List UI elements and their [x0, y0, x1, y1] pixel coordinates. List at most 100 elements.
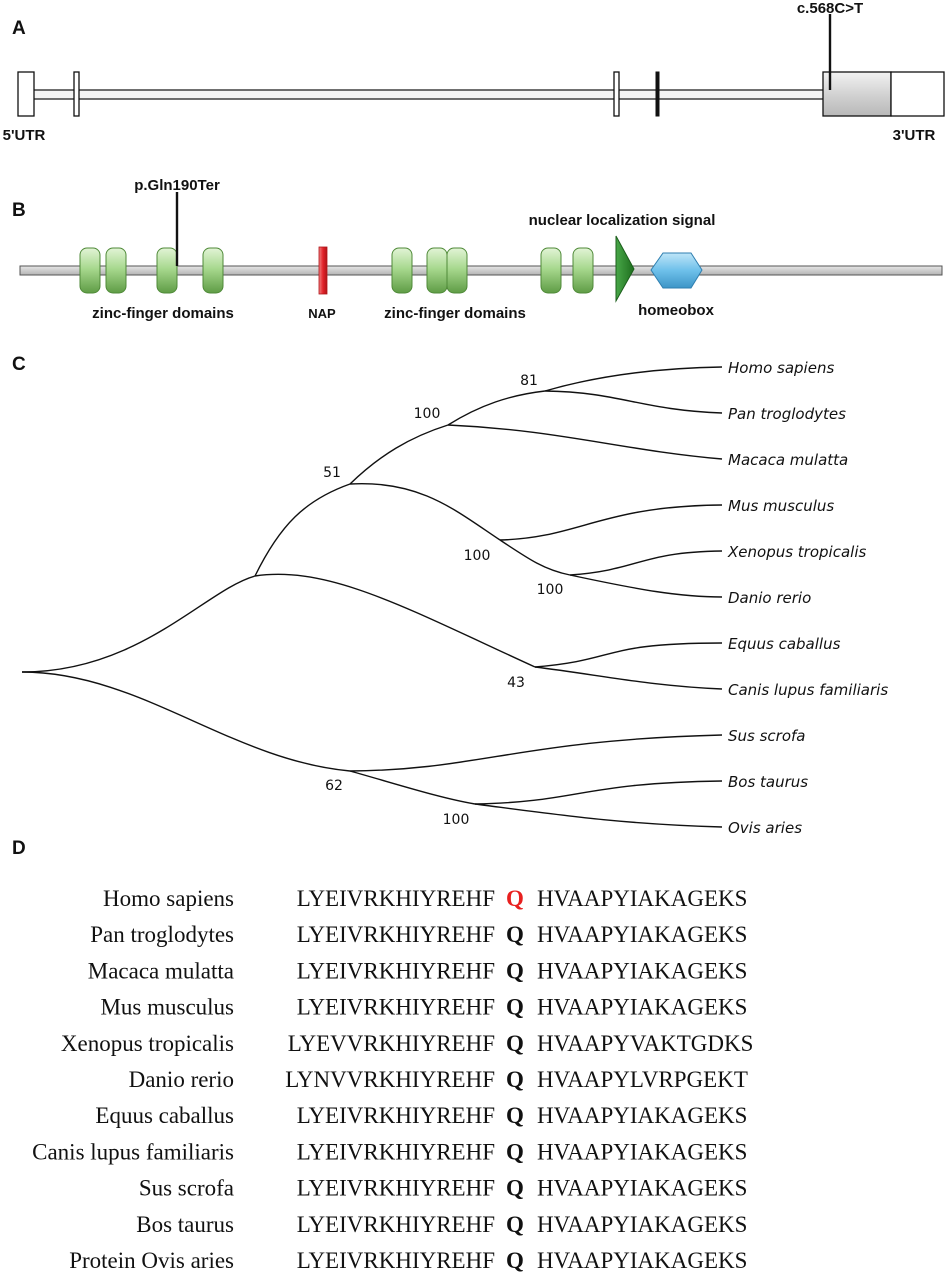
alignment-right-sequence: HVAAPYIAKAGEKS	[537, 1212, 747, 1237]
alignment-species: Xenopus tropicalis	[61, 1031, 234, 1056]
nls-label: nuclear localization signal	[529, 212, 716, 229]
alignment-species: Macaca mulatta	[88, 958, 234, 983]
exon-3	[613, 71, 620, 117]
alignment-residue: Q	[506, 958, 524, 983]
alignment-left-sequence: LYEIVRKHIYREHF	[297, 1248, 495, 1273]
zinc-finger-7	[446, 247, 468, 294]
alignment-right-sequence: HVAAPYIAKAGEKS	[537, 922, 747, 947]
alignment-row: Macaca mulatta LYEIVRKHIYREHF Q HVAAPYIAKAG…	[88, 958, 748, 983]
alignment-left-sequence: LYEIVRKHIYREHF	[297, 958, 495, 983]
panel-b-letter: B	[12, 200, 26, 221]
alignment-row: Homo sapiens LYEIVRKHIYREHF Q HVAAPYIAKAGEK…	[103, 886, 747, 911]
coding-exon-box	[822, 71, 892, 117]
alignment-residue: Q	[506, 1176, 524, 1201]
bootstrap-value: 51	[323, 465, 341, 481]
alignment-right-sequence: HVAAPYIAKAGEKS	[537, 1103, 747, 1128]
species-label: Mus musculus	[728, 497, 834, 515]
alignment-species: Homo sapiens	[103, 886, 234, 911]
panel-b: B p.Gln190Ter zinc-finger domains NAP zi…	[12, 177, 943, 322]
alignment-residue: Q	[506, 1212, 524, 1237]
bootstrap-value: 100	[414, 406, 441, 422]
species-label: Canis lupus familiaris	[728, 681, 888, 699]
species-labels: Homo sapiens Pan troglodytes Macaca mula…	[727, 359, 888, 837]
zinc-finger-6	[426, 247, 448, 294]
alignment-right-sequence: HVAAPYIAKAGEKS	[537, 1248, 747, 1273]
bootstrap-value: 62	[325, 778, 343, 794]
tree-branches	[21, 366, 723, 828]
species-label: Xenopus tropicalis	[727, 543, 866, 561]
alignment-species: Danio rerio	[129, 1067, 234, 1092]
alignment-residue: Q	[506, 886, 524, 911]
bootstrap-value: 100	[464, 548, 491, 564]
species-label: Danio rerio	[728, 589, 811, 607]
alignment-species: Canis lupus familiaris	[32, 1139, 234, 1164]
species-label: Bos taurus	[728, 773, 808, 791]
panel-d-letter: D	[12, 838, 26, 859]
utr3-box	[890, 71, 945, 117]
zinc-finger-2	[105, 247, 127, 294]
alignment-right-sequence: HVAAPYIAKAGEKS	[537, 886, 747, 911]
homeobox-label: homeobox	[638, 302, 714, 319]
panel-a: A c.568C>T 5'UTR 3'UTR	[3, 0, 945, 144]
alignment-residue: Q	[506, 1248, 524, 1273]
nap-label: NAP	[308, 306, 336, 321]
alignment-right-sequence: HVAAPYIAKAGEKS	[537, 1139, 747, 1164]
zinc-finger-8	[540, 247, 562, 294]
zinc-finger-label-right: zinc-finger domains	[384, 305, 526, 322]
alignment-left-sequence: LYEIVRKHIYREHF	[297, 1212, 495, 1237]
exon-4	[655, 71, 660, 117]
bootstrap-values: 81 100 51 100 100 43 62 100	[323, 373, 563, 828]
nap-domain	[318, 246, 328, 295]
zinc-finger-9	[572, 247, 594, 294]
alignment-left-sequence: LYEIVRKHIYREHF	[297, 995, 495, 1020]
species-label: Macaca mulatta	[728, 451, 848, 469]
utr5-box	[17, 71, 35, 117]
bootstrap-value: 100	[537, 582, 564, 598]
alignment-left-sequence: LYEIVRKHIYREHF	[297, 1176, 495, 1201]
zinc-finger-3	[156, 247, 178, 294]
homeobox-hexagon	[650, 252, 703, 289]
protein-mutation-label: p.Gln190Ter	[134, 177, 220, 194]
alignment-left-sequence: LYEVVRKHIYREHF	[288, 1031, 495, 1056]
zinc-finger-label-left: zinc-finger domains	[92, 305, 234, 322]
zinc-finger-5	[391, 247, 413, 294]
bootstrap-value: 81	[520, 373, 538, 389]
species-label: Ovis aries	[728, 819, 802, 837]
alignment-residue: Q	[506, 1139, 524, 1164]
species-label: Homo sapiens	[728, 359, 834, 377]
alignment-right-sequence: HVAAPYIAKAGEKS	[537, 1176, 747, 1201]
gene-backbone	[31, 89, 825, 100]
alignment-residue: Q	[506, 995, 524, 1020]
alignment-residue: Q	[506, 922, 524, 947]
alignment-right-sequence: HVAAPYLVRPGEKT	[537, 1067, 748, 1092]
panel-c: C	[12, 354, 888, 837]
bootstrap-value: 100	[443, 812, 470, 828]
species-label: Pan troglodytes	[728, 405, 846, 423]
species-label: Sus scrofa	[728, 727, 806, 745]
alignment-residue: Q	[506, 1067, 524, 1092]
alignment-species: Equus caballus	[95, 1103, 234, 1128]
alignment-species: Mus musculus	[100, 995, 234, 1020]
alignment-residue: Q	[506, 1103, 524, 1128]
gene-mutation-label: c.568C>T	[797, 0, 863, 17]
alignment-row: Equus caballus LYEIVRKHIYREHF Q HVAAPYIAKAG…	[95, 1103, 747, 1128]
panel-a-letter: A	[12, 18, 26, 39]
species-label: Equus caballus	[728, 635, 841, 653]
alignment-left-sequence: LYEIVRKHIYREHF	[297, 1103, 495, 1128]
utr3-label: 3'UTR	[893, 127, 936, 144]
alignment-right-sequence: HVAAPYVAKTGDKS	[537, 1031, 753, 1056]
alignment-right-sequence: HVAAPYIAKAGEKS	[537, 958, 747, 983]
alignment-species: Pan troglodytes	[90, 922, 234, 947]
zinc-finger-1	[79, 247, 101, 294]
alignment-left-sequence: LYEIVRKHIYREHF	[297, 886, 495, 911]
protein-backbone	[19, 265, 943, 276]
